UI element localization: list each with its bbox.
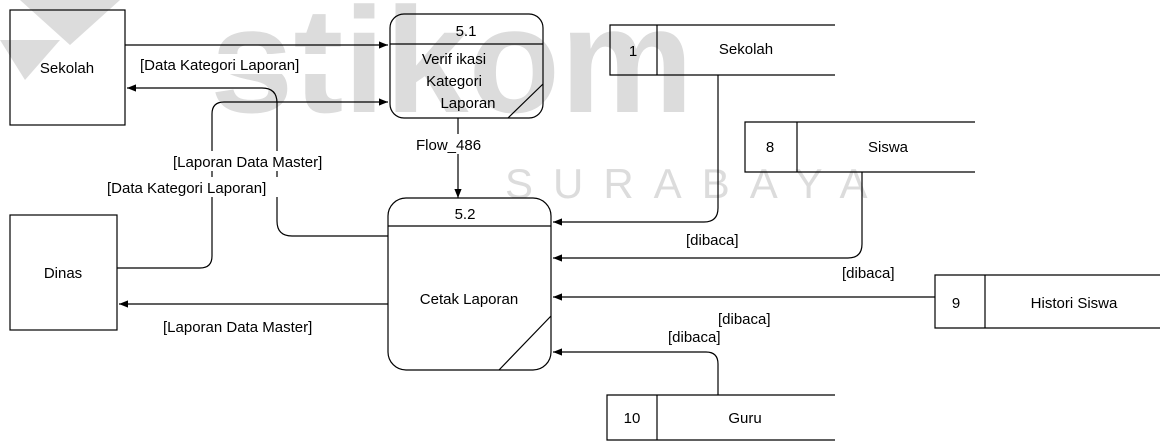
label-dibaca-1: [dibaca] xyxy=(686,232,739,249)
datastore-8-name: Siswa xyxy=(868,139,909,156)
flow-labels: [Data Kategori Laporan] [Laporan Data Ma… xyxy=(106,54,895,346)
flow-ds8-to-5-2[interactable] xyxy=(553,172,863,262)
watermark-city: SURABAYA xyxy=(505,160,888,207)
label-data-kategori-laporan-2: [Data Kategori Laporan] xyxy=(107,180,266,197)
flow-ds1-to-5-2[interactable] xyxy=(553,75,719,226)
datastore-9-name: Histori Siswa xyxy=(1031,295,1118,312)
datastore-8-siswa[interactable]: 8 Siswa xyxy=(744,121,975,173)
process-5-1[interactable]: 5.1 Verif ikasi Kategori Laporan xyxy=(389,13,544,119)
label-dibaca-2: [dibaca] xyxy=(842,265,895,282)
datastore-1-name: Sekolah xyxy=(719,41,773,58)
datastore-1-sekolah[interactable]: 1 Sekolah xyxy=(609,24,835,76)
process-5-1-name-line-1: Verif ikasi xyxy=(422,51,486,68)
label-flow-486: Flow_486 xyxy=(416,137,481,154)
label-data-kategori-laporan-1: [Data Kategori Laporan] xyxy=(140,57,299,74)
process-5-1-id: 5.1 xyxy=(456,23,477,40)
entity-sekolah-label: Sekolah xyxy=(40,60,94,77)
datastore-9-number: 9 xyxy=(952,295,960,312)
process-5-2-name: Cetak Laporan xyxy=(420,291,518,308)
process-5-2[interactable]: 5.2 Cetak Laporan xyxy=(387,197,552,371)
entity-dinas[interactable]: Dinas xyxy=(9,214,118,331)
process-5-1-name-line-2: Kategori xyxy=(426,73,482,90)
flow-ds10-to-5-2[interactable] xyxy=(553,348,719,395)
label-laporan-data-master-1: [Laporan Data Master] xyxy=(173,154,322,171)
entity-dinas-label: Dinas xyxy=(44,265,82,282)
datastore-8-number: 8 xyxy=(766,139,774,156)
process-5-2-id: 5.2 xyxy=(455,206,476,223)
datastore-1-number: 1 xyxy=(629,43,637,60)
process-5-1-name-line-3: Laporan xyxy=(440,95,495,112)
datastore-10-guru[interactable]: 10 Guru xyxy=(606,394,835,441)
label-laporan-data-master-2: [Laporan Data Master] xyxy=(163,319,312,336)
datastore-10-name: Guru xyxy=(728,410,761,427)
label-dibaca-3: [dibaca] xyxy=(718,311,771,328)
label-dibaca-4: [dibaca] xyxy=(668,329,721,346)
entity-sekolah[interactable]: Sekolah xyxy=(9,9,126,126)
datastore-9-histori-siswa[interactable]: 9 Histori Siswa xyxy=(934,274,1160,329)
datastore-10-number: 10 xyxy=(624,410,641,427)
